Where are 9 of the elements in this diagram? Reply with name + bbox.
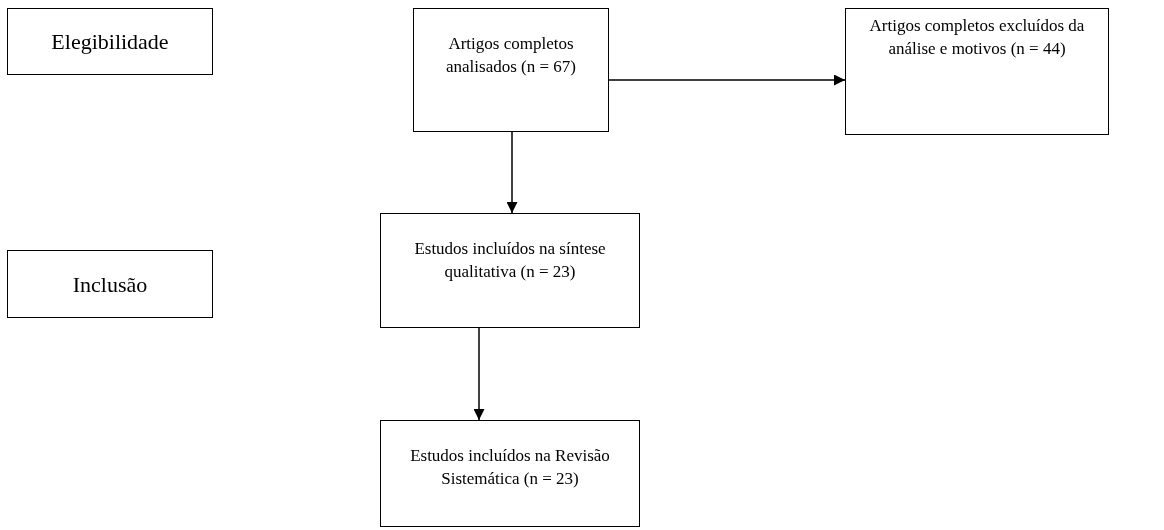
stage-label-box: Inclusão xyxy=(7,250,213,318)
arrow xyxy=(506,131,518,214)
process-box: Estudos incluídos na Revisão Sistemática (n = 23) xyxy=(380,420,640,527)
stage-label-box: Elegibilidade xyxy=(7,8,213,75)
arrow xyxy=(608,74,846,86)
process-box: Artigos completos analisados (n = 67) xyxy=(413,8,609,132)
process-box: Artigos completos excluídos da análise e motivos (n = 44) xyxy=(845,8,1109,135)
process-box: Estudos incluídos na síntese qualitativa (n = 23) xyxy=(380,213,640,328)
arrow xyxy=(473,327,485,421)
